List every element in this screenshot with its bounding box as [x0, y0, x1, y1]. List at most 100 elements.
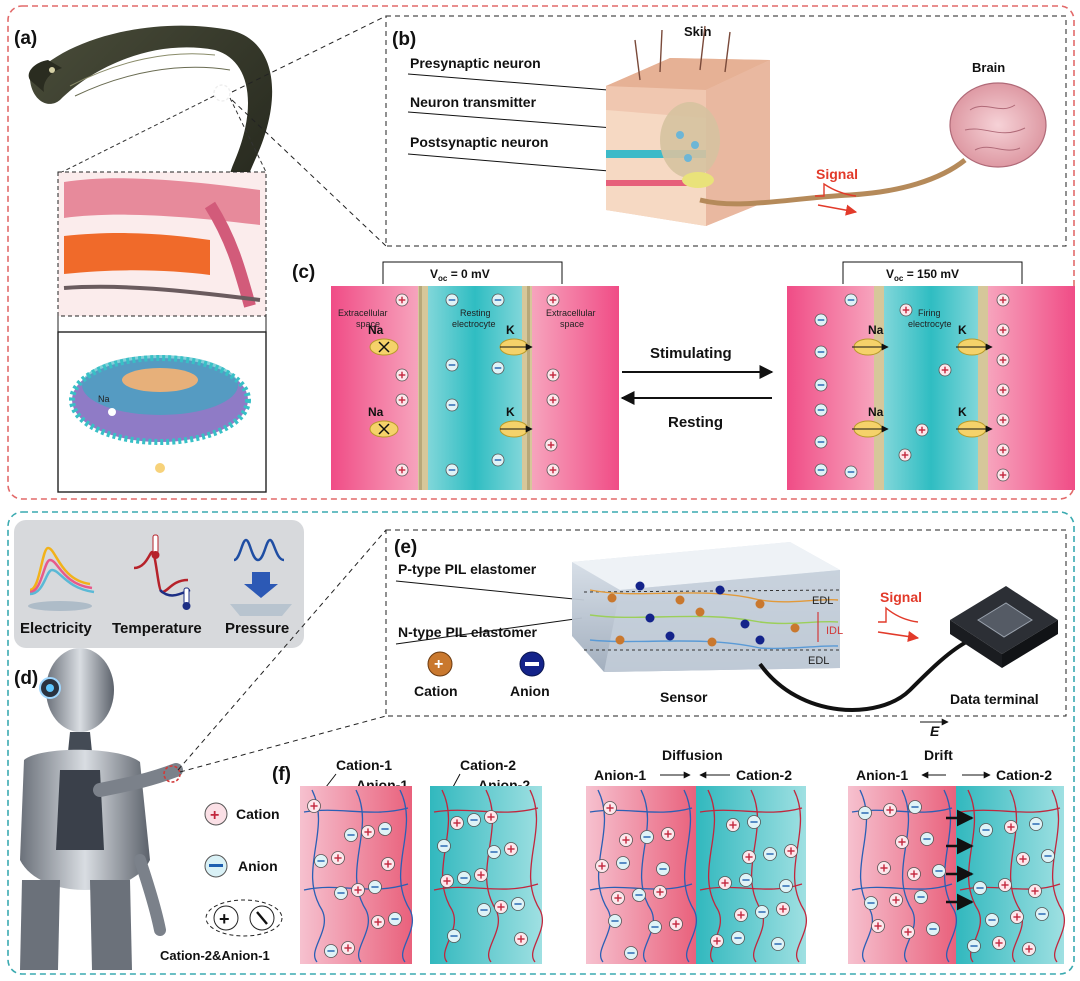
- na-label-firing-1: Na: [868, 323, 884, 337]
- anion-legend-minus: [525, 662, 539, 666]
- cation-glyph: [351, 883, 365, 897]
- cation-glyph: [996, 413, 1010, 427]
- anion-glyph: [973, 881, 987, 895]
- anion-glyph: [858, 806, 872, 820]
- polymer-network: [589, 789, 697, 963]
- cation-glyph: [546, 393, 560, 407]
- sensor-particle: [695, 607, 705, 617]
- anion-glyph: [967, 939, 981, 953]
- signal-trace-b: [815, 182, 857, 197]
- cation2-arrow-label-2: Cation-2: [996, 767, 1052, 783]
- cation-glyph: [889, 893, 903, 907]
- cation-glyph: [611, 891, 625, 905]
- cation-glyph: [895, 835, 909, 849]
- resting-label-2: electrocyte: [452, 319, 496, 329]
- ntype-label: N-type PIL elastomer: [398, 624, 538, 640]
- sensor-particle: [615, 635, 625, 645]
- cation-glyph: [996, 353, 1010, 367]
- cation-glyph: [1028, 884, 1042, 898]
- panel-label-c: (c): [292, 262, 315, 283]
- k-label-firing-1: K: [958, 323, 967, 337]
- cation-glyph: [996, 323, 1010, 337]
- na-label-resting-1: Na: [368, 323, 384, 337]
- anion-glyph: [445, 293, 459, 307]
- anion-glyph: [814, 378, 828, 392]
- cation-glyph: [504, 842, 518, 856]
- cation-glyph: [361, 825, 375, 839]
- cation-glyph: [883, 803, 897, 817]
- svg-text:+: +: [210, 807, 219, 824]
- anion-glyph: [932, 864, 946, 878]
- sensor-particle: [607, 593, 617, 603]
- panel-label-b: (b): [392, 29, 416, 50]
- idl-label: IDL: [826, 625, 843, 637]
- anion-glyph: [771, 937, 785, 951]
- cation-glyph: [484, 810, 498, 824]
- ntype-leader: [395, 617, 583, 645]
- stimulating-label: Stimulating: [650, 345, 732, 362]
- zoom-line-d1: [177, 529, 387, 771]
- sensor-particle: [635, 581, 645, 591]
- anion-glyph: [814, 463, 828, 477]
- sensor-particle: [740, 619, 750, 629]
- muscle-crosssection: [57, 171, 267, 317]
- firing-label-2: electrocyte: [908, 319, 952, 329]
- sensor-cable: [758, 638, 971, 712]
- panel-b-frame: [385, 15, 1067, 247]
- cation-glyph: [307, 799, 321, 813]
- cation-glyph: [395, 368, 409, 382]
- polymer-network: [433, 789, 543, 963]
- anion-glyph: [914, 890, 928, 904]
- anion-glyph: [632, 888, 646, 902]
- data-terminal-label: Data terminal: [950, 691, 1039, 707]
- anion-glyph: [920, 832, 934, 846]
- extracellular-right-2: space: [560, 319, 584, 329]
- f-legend-pair-label: Cation-2&Anion-1: [160, 948, 270, 963]
- cation-glyph: [341, 941, 355, 955]
- cation-glyph: [901, 925, 915, 939]
- extracellular-left-2: space: [356, 319, 380, 329]
- cation-legend-label: Cation: [414, 683, 458, 699]
- cation-glyph: [1016, 852, 1030, 866]
- resting-ions: [395, 293, 560, 477]
- cation-glyph: [998, 878, 1012, 892]
- sensor-particles: [607, 581, 800, 647]
- anion-glyph: [487, 845, 501, 859]
- polymer-network: [699, 789, 807, 963]
- cation-glyph: [595, 859, 609, 873]
- electrocyte-cell: Na: [57, 331, 267, 493]
- anion-glyph: [763, 847, 777, 861]
- electricity-label: Electricity: [20, 620, 92, 637]
- k-label-resting-1: K: [506, 323, 515, 337]
- cation-glyph: [544, 438, 558, 452]
- cation-glyph: [710, 934, 724, 948]
- data-terminal-device: [950, 586, 1058, 668]
- anion-glyph: [445, 398, 459, 412]
- cation-legend-icon: [427, 651, 453, 677]
- f-legend-cation-icon: +: [204, 802, 228, 826]
- top-frame: [7, 5, 1075, 500]
- f-legend-cation-label: Cation: [236, 806, 280, 822]
- anion-glyph: [648, 920, 662, 934]
- na-label-resting-2: Na: [368, 405, 384, 419]
- anion1-arrow-label-2: Anion-1: [856, 767, 908, 783]
- skin-block: [606, 25, 770, 226]
- signal-label-b: Signal: [816, 166, 858, 182]
- sensor-particle: [645, 613, 655, 623]
- cation-glyph: [474, 868, 488, 882]
- anion-glyph: [979, 823, 993, 837]
- svg-text:+: +: [219, 909, 230, 929]
- panel-label-a: (a): [14, 28, 37, 49]
- brain-label: Brain: [972, 60, 1005, 75]
- na-label-firing-2: Na: [868, 405, 884, 419]
- anion-glyph: [755, 905, 769, 919]
- cation-glyph: [395, 293, 409, 307]
- anion-glyph: [445, 358, 459, 372]
- drift-label: Drift: [924, 747, 953, 763]
- anion-glyph: [656, 862, 670, 876]
- ptype-leader: [395, 580, 585, 601]
- cation-glyph: [514, 932, 528, 946]
- pressure-icon: [230, 538, 292, 616]
- cation-glyph: [877, 861, 891, 875]
